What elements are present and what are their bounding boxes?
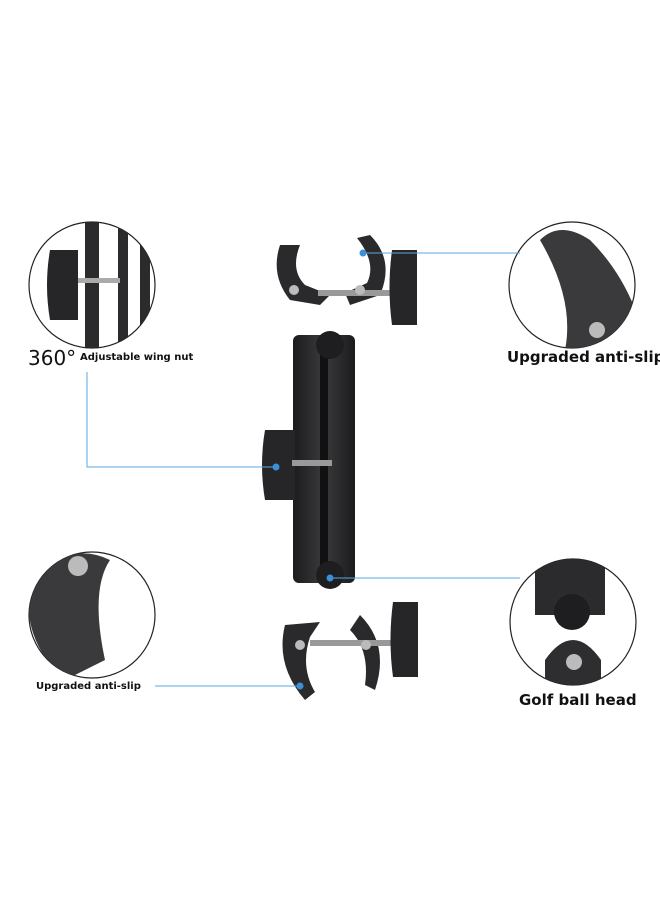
detail-golf-ball-head xyxy=(509,558,637,686)
anti-slip-bottom-label: Upgraded anti-slip xyxy=(36,681,141,692)
double-clamp-mount xyxy=(262,235,418,700)
detail-wing-nut xyxy=(28,221,156,349)
callout-dots xyxy=(272,249,367,690)
anti-slip-top-label: Upgraded anti-slip xyxy=(507,348,660,366)
detail-anti-slip-bottom xyxy=(28,551,156,679)
detail-anti-slip-top xyxy=(508,221,636,349)
rotation-label: 360° xyxy=(28,346,77,370)
callout-lines xyxy=(86,252,520,687)
golf-ball-head-label: Golf ball head xyxy=(519,691,637,709)
wing-nut-label: Adjustable wing nut xyxy=(80,352,194,363)
